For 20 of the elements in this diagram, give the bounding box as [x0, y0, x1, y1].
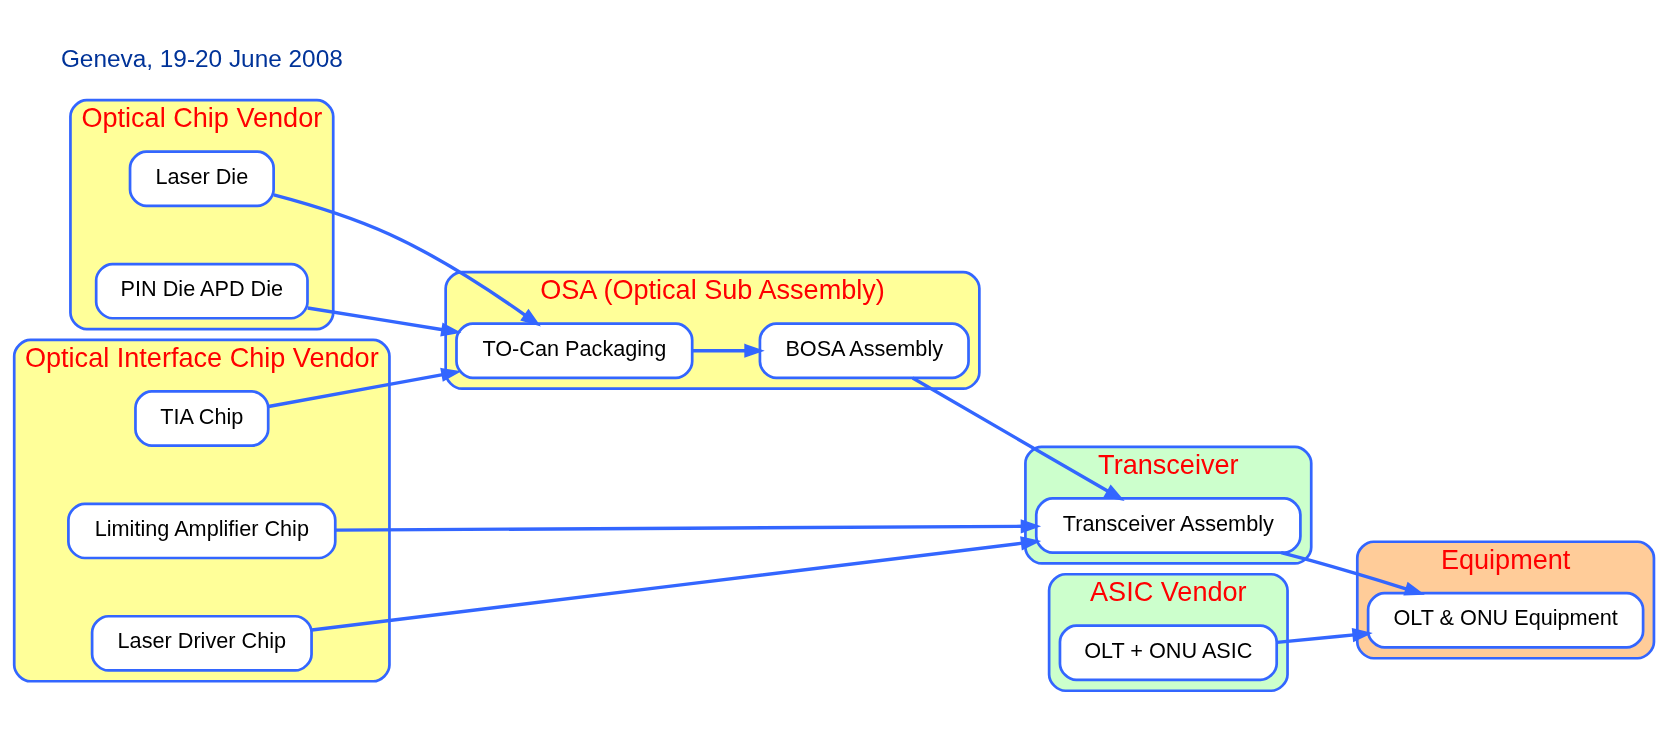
- node-box: TIA Chip: [134, 390, 270, 447]
- arrow: [692, 343, 765, 358]
- node-box: Transceiver Assembly: [1034, 497, 1302, 554]
- node-box: OLT + ONU ASIC: [1058, 624, 1279, 682]
- node-box: BOSA Assembly: [758, 322, 970, 380]
- label: Geneva, 19-20 June 2008: [60, 44, 343, 72]
- node-box: PIN Die APD Die: [94, 262, 309, 320]
- arrow: [311, 536, 1042, 632]
- arrow: [1280, 550, 1425, 596]
- node-box: TO-Can Packaging: [455, 322, 694, 380]
- arrow: [1276, 627, 1373, 645]
- arrow: [273, 193, 541, 327]
- arrow: [268, 367, 462, 409]
- arrow: [307, 306, 462, 337]
- node-box: Laser Driver Chip: [90, 614, 313, 672]
- node-box: OLT & ONU Equipment: [1366, 591, 1645, 649]
- arrow: [335, 519, 1042, 534]
- arrow: [911, 376, 1125, 501]
- node-box: Limiting Amplifier Chip: [67, 502, 337, 560]
- node-box: Laser Die: [128, 150, 275, 208]
